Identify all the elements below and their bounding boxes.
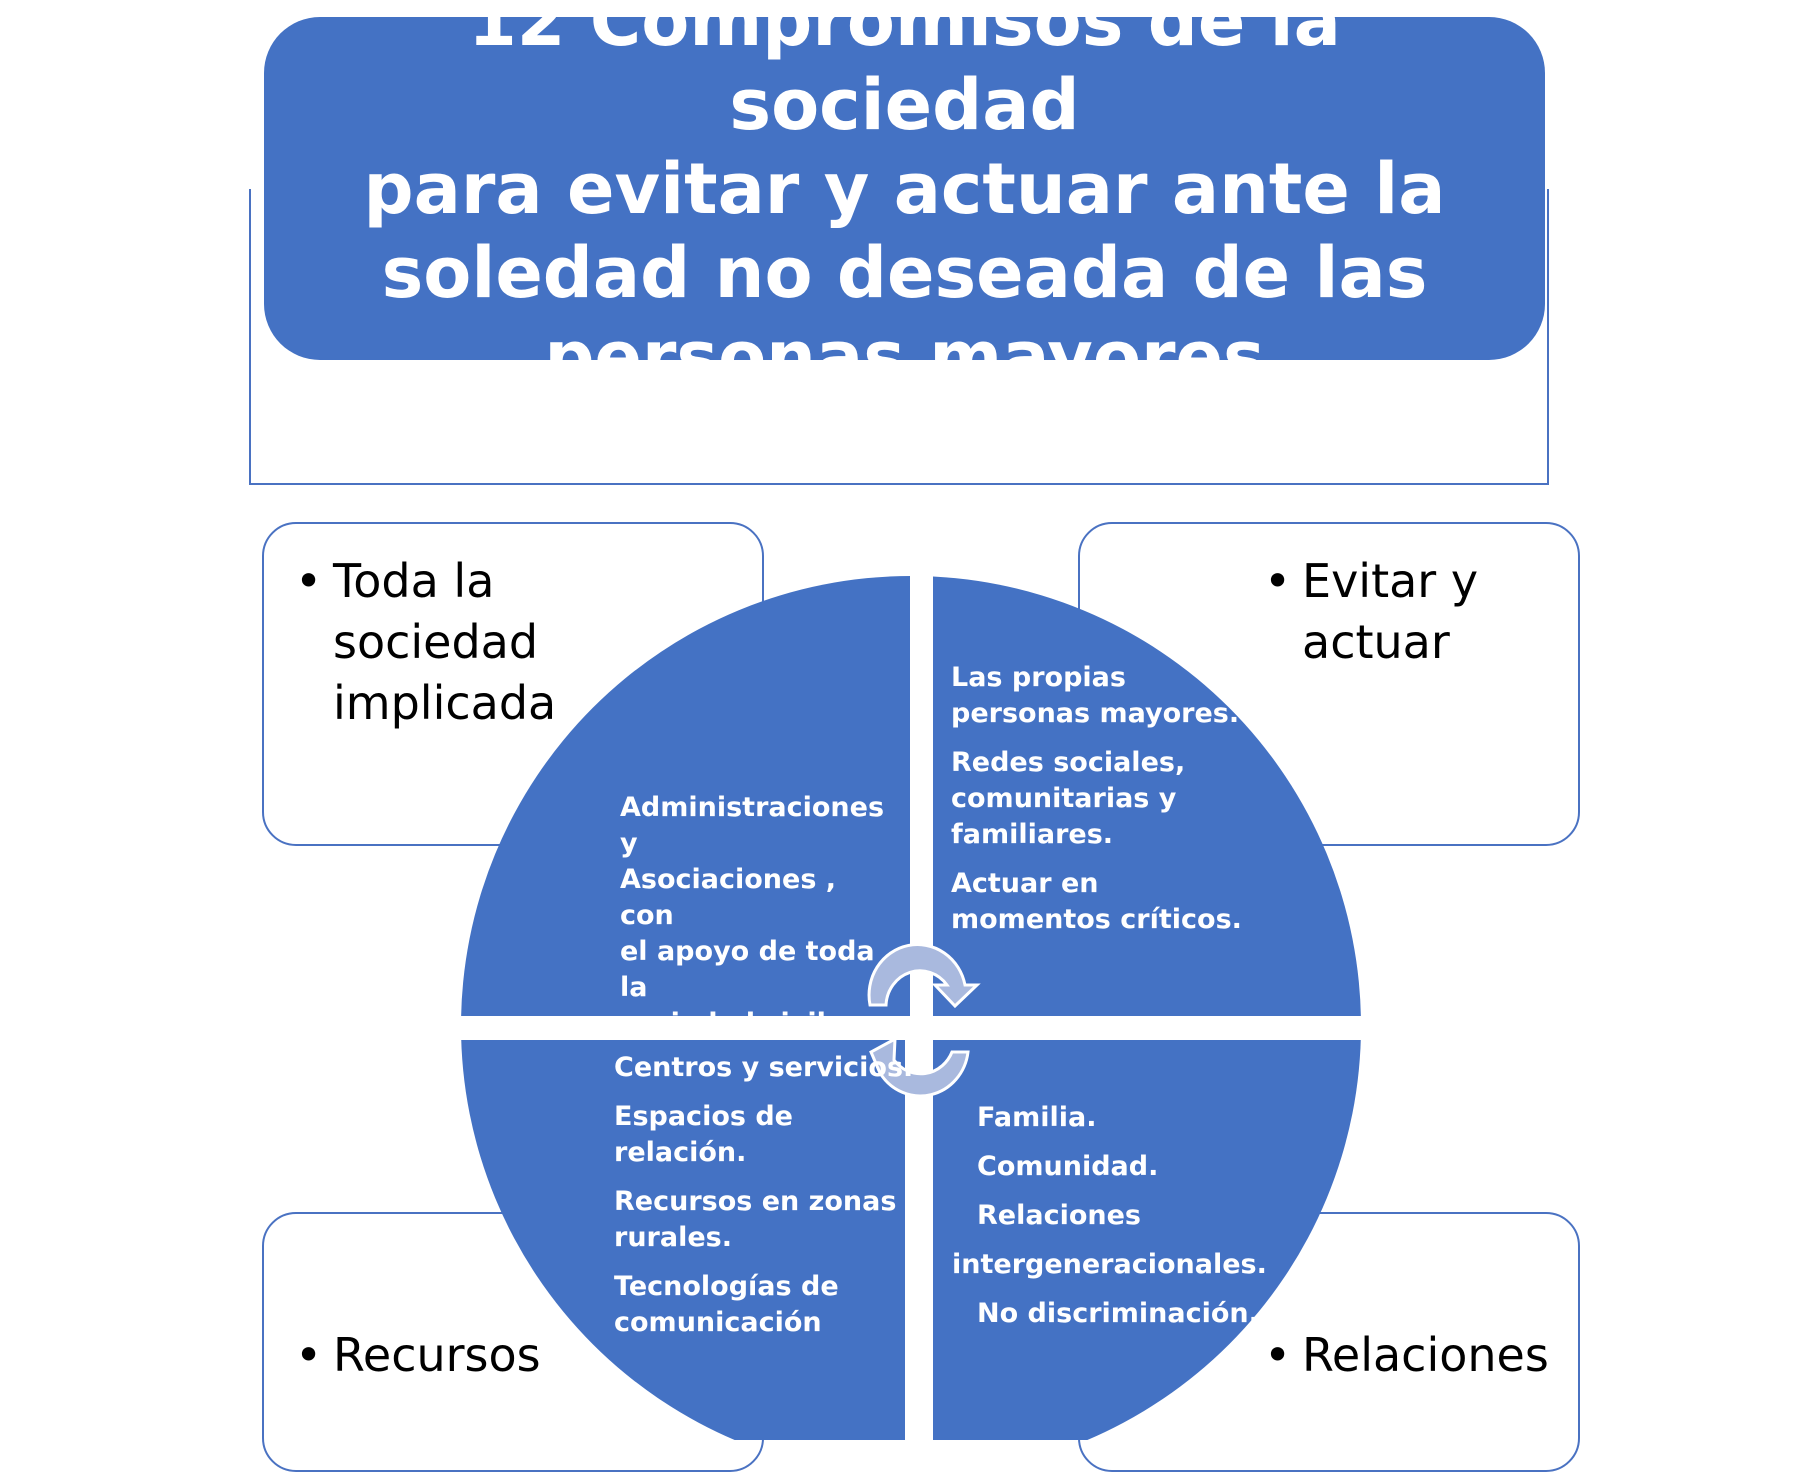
- quadrant-item: Redes sociales, comunitarias y familiare…: [951, 747, 1186, 850]
- quadrant-item: Espacios de relación.: [614, 1101, 793, 1168]
- corner-label-bottom-right: Relaciones: [1264, 1325, 1549, 1386]
- quadrant-text-bottom-left: Centros y servicios. Espacios de relació…: [614, 1050, 914, 1354]
- quadrant-item: Las propias personas mayores.: [951, 662, 1240, 729]
- quadrant-circle: [461, 576, 1361, 1440]
- quadrant-text-bottom-right: Familia. Comunidad. Relaciones intergene…: [952, 1100, 1282, 1345]
- quadrant-text-top-right: Las propias personas mayores. Redes soci…: [951, 660, 1251, 951]
- title-box: 12 Compromisos de la sociedad para evita…: [264, 0, 1545, 398]
- quadrant-item: Actuar en momentos críticos.: [951, 868, 1242, 935]
- corner-label-bottom-left: Recursos: [295, 1325, 541, 1386]
- corner-label-top-left: Toda la sociedad implicada: [295, 551, 556, 734]
- quadrant-item: No discriminación.: [977, 1298, 1259, 1329]
- diagram-title: 12 Compromisos de la sociedad para evita…: [363, 0, 1446, 398]
- title-frame: [249, 189, 1549, 485]
- corner-label-top-right: Evitar y actuar: [1264, 551, 1478, 673]
- quadrant-item: intergeneracionales.: [952, 1249, 1267, 1280]
- quadrant-item: Centros y servicios.: [614, 1052, 914, 1083]
- cycle-arrows-icon: [867, 943, 981, 1098]
- quadrant-item: Recursos en zonas rurales.: [614, 1186, 897, 1253]
- quadrant-item: Relaciones: [977, 1200, 1141, 1231]
- quadrant-item: Tecnologías de comunicación: [614, 1271, 839, 1338]
- quadrant-item: Comunidad.: [977, 1151, 1159, 1182]
- quadrant-text-top-left: Administraciones y Asociaciones , con el…: [620, 790, 890, 1055]
- quadrant-item: Familia.: [977, 1102, 1097, 1133]
- quadrant-item: Administraciones y Asociaciones , con el…: [620, 792, 885, 1039]
